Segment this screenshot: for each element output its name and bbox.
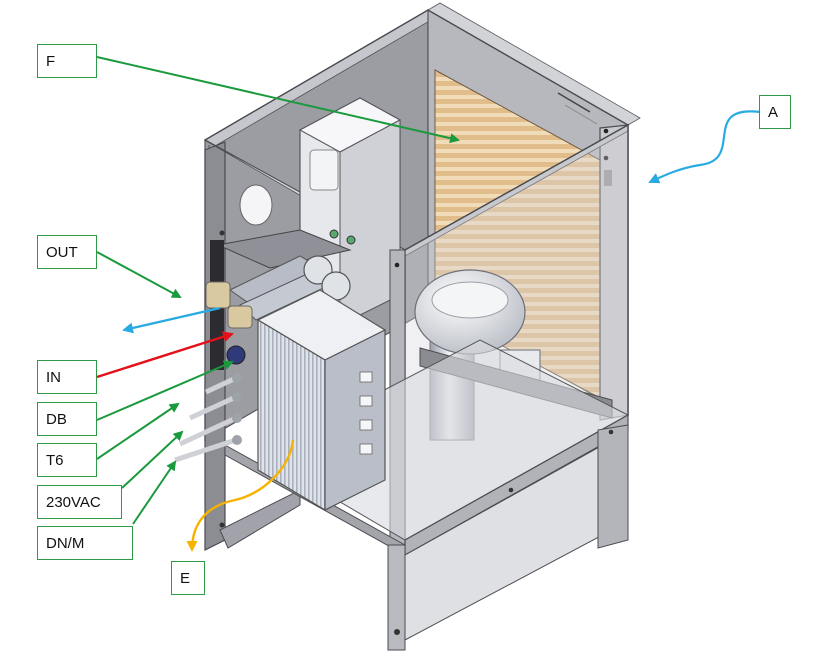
label-t6: T6 [37, 443, 97, 477]
label-dnm: DN/M [37, 526, 133, 560]
label-in: IN [37, 360, 97, 394]
leader-db [96, 360, 234, 421]
leader-t6 [96, 402, 180, 460]
leader-230vac [121, 430, 184, 489]
label-e: E [171, 561, 205, 595]
arrow-out-flow [122, 306, 221, 334]
label-230vac: 230VAC [37, 485, 122, 519]
stand [387, 413, 629, 651]
label-a: A [759, 95, 791, 129]
label-f: F [37, 44, 97, 78]
leader-f [96, 56, 460, 144]
heat-exchanger [256, 289, 387, 512]
pipe-fittings [205, 229, 352, 370]
label-out: OUT [37, 235, 97, 269]
arrow-e [186, 439, 295, 552]
arrow-in-flow [96, 331, 234, 379]
cable-glands [174, 373, 242, 463]
leader-out [96, 251, 182, 298]
leader-lines [96, 56, 761, 552]
leader-dnm [132, 460, 177, 525]
label-db: DB [37, 402, 97, 436]
arrow-a [648, 110, 761, 184]
